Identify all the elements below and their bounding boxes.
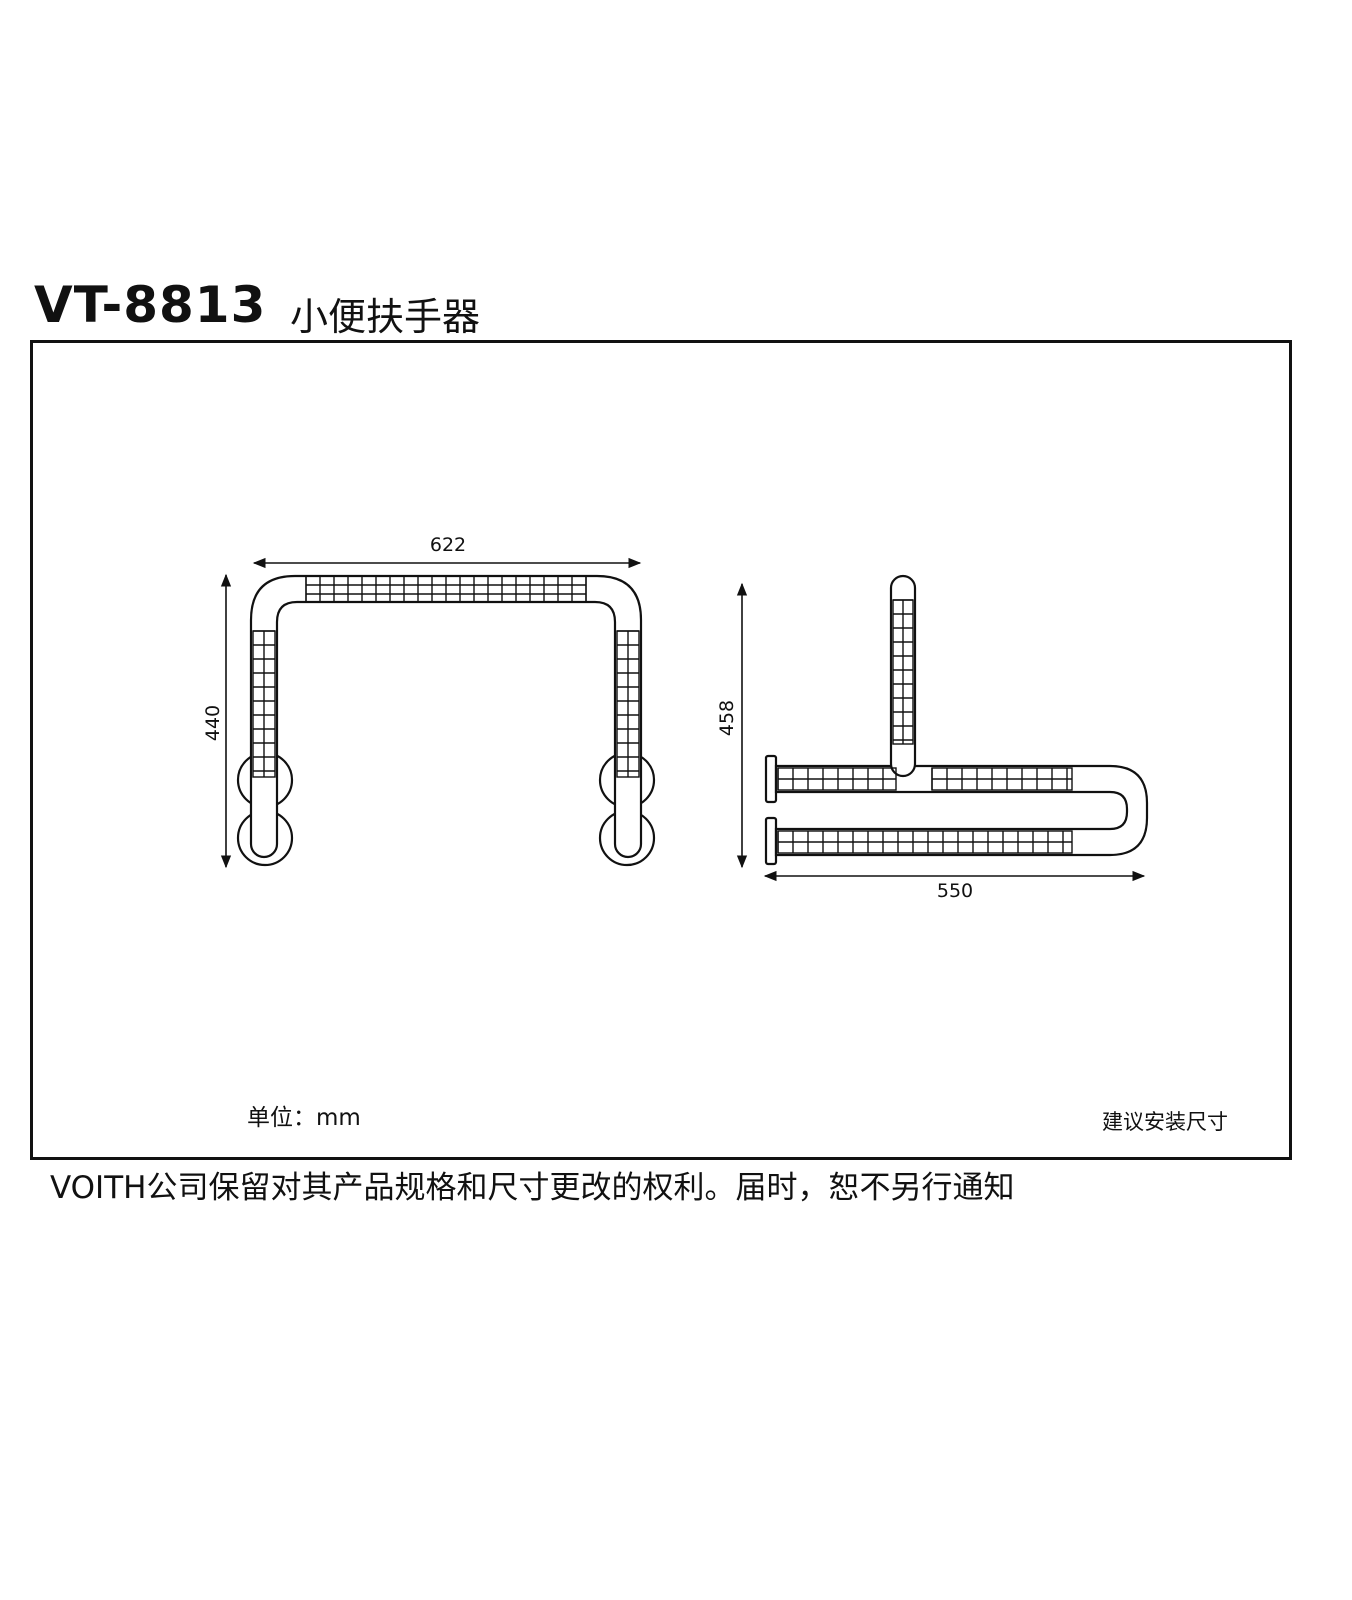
front-tube-outer	[249, 574, 643, 859]
wall-plate-upper	[764, 754, 778, 804]
dim-label-depth-side: 550	[937, 880, 973, 902]
dim-label-height-front: 440	[202, 705, 224, 741]
unit-label: 单位：mm	[247, 1105, 361, 1131]
product-name: 小便扶手器	[290, 295, 481, 339]
dim-label-width-front: 622	[430, 534, 466, 556]
install-note: 建议安装尺寸	[1102, 1110, 1228, 1134]
dim-label-height-side: 458	[716, 700, 738, 736]
side-tube-u	[774, 764, 1149, 857]
side-view	[736, 574, 1149, 882]
model-number: VT-8813	[34, 276, 267, 334]
wall-plate-lower	[764, 816, 778, 866]
disclaimer-text: VOITH公司保留对其产品规格和尺寸更改的权利。届时，恕不另行通知	[50, 1170, 1015, 1206]
drawing-frame	[30, 340, 1292, 1160]
front-view	[220, 557, 656, 869]
